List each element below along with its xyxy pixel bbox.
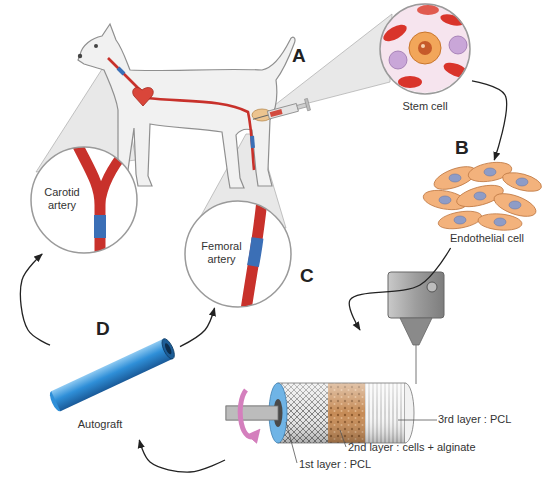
tube-body (51, 339, 173, 411)
endothelial-node: Endothelial cell (432, 160, 542, 248)
nucleus (439, 196, 451, 204)
endothelial-cell (477, 212, 522, 232)
flow-arrow (139, 440, 225, 472)
graft-segment (94, 215, 106, 238)
node-text: Autograft (60, 418, 140, 431)
stem-cell-node: Stem cell (378, 2, 472, 120)
syringe-needle (253, 115, 268, 119)
mandrel-rod (226, 406, 278, 420)
node-text: 3rd layer : PCL (438, 413, 543, 426)
graft-mark (252, 136, 253, 148)
tube-lumen (164, 342, 173, 355)
step-letter: B (455, 137, 469, 159)
scaffold-node: 3rd layer : PCL 2nd layer : cells + algin… (225, 330, 545, 480)
nozzle (400, 318, 432, 345)
nucleus (516, 178, 528, 186)
marrow-cell (449, 36, 467, 54)
zoom-circle (380, 4, 470, 94)
red-blood-cell (442, 60, 471, 80)
filament (416, 345, 417, 384)
syringe-grip (305, 98, 311, 110)
red-blood-cell (439, 12, 465, 28)
heart (133, 88, 154, 106)
syringe-barrel (267, 103, 298, 118)
graft-segment (253, 238, 258, 266)
step-letter: A (292, 45, 306, 67)
leader-line (340, 430, 346, 447)
node-text: 1st layer : PCL (299, 458, 399, 471)
zoom-circle (31, 147, 137, 253)
flow-arrow (180, 308, 215, 347)
endothelial-cell (437, 208, 483, 231)
autograft-tube (48, 337, 177, 413)
carotid-vessel (108, 58, 142, 92)
nucleus (474, 192, 486, 200)
node-text: Endothelial cell (432, 232, 542, 245)
carotid-detail (78, 146, 126, 260)
red-blood-cell (398, 76, 422, 88)
marrow-cell (389, 51, 407, 69)
circle-outline (30, 146, 138, 254)
node-text: 2nd layer : cells + alginate (348, 441, 518, 454)
nucleus (449, 174, 461, 182)
femoral-detail (246, 200, 262, 310)
femoral-zoom-node: Femoral artery (184, 200, 292, 308)
node-text: Carotid artery (36, 186, 88, 212)
leader-line (398, 420, 437, 421)
dog-nose (78, 54, 82, 58)
tube-end (159, 337, 176, 361)
artery (100, 150, 126, 205)
nucleus (509, 201, 521, 209)
nucleus (494, 218, 506, 226)
zoom-circle (185, 201, 291, 307)
flow-arrow (472, 81, 507, 160)
rotation-arrow (240, 390, 256, 437)
flow-arrow (20, 254, 50, 345)
red-blood-cell (417, 5, 439, 15)
printhead (388, 272, 444, 384)
femoral-vessel (146, 98, 254, 170)
tissue-background (380, 3, 470, 93)
cell-nuclei (439, 168, 528, 226)
endothelial-cells (422, 159, 544, 232)
artery (246, 200, 262, 310)
endothelial-cell (501, 169, 544, 195)
nucleus (484, 168, 496, 176)
step-letter: D (96, 318, 110, 340)
carotid-zoom-node: Carotid artery (30, 146, 138, 254)
circle-outline (184, 200, 292, 308)
stem-cell-nucleus (418, 41, 432, 55)
printhead-dial (427, 282, 437, 292)
red-blood-cell (381, 21, 410, 44)
node-text: Stem cell (378, 100, 472, 113)
nucleolus (421, 44, 425, 48)
graft-mark (118, 68, 124, 74)
printhead-body (388, 272, 444, 318)
syringe-blood (270, 109, 283, 117)
stem-cell-body (409, 32, 441, 64)
flow-arrow (349, 248, 450, 330)
autograft-node: Autograft (50, 340, 180, 440)
syringe (251, 98, 310, 125)
nucleus (454, 216, 466, 224)
node-text: Femoral artery (194, 240, 249, 266)
zoom-disc (185, 201, 291, 307)
leader-line (286, 422, 297, 463)
dog-eye (94, 44, 98, 48)
step-letter: C (300, 265, 314, 287)
stem-cell-detail (380, 3, 470, 93)
cylinder-end (405, 383, 414, 443)
mandrel-rod (226, 406, 282, 420)
